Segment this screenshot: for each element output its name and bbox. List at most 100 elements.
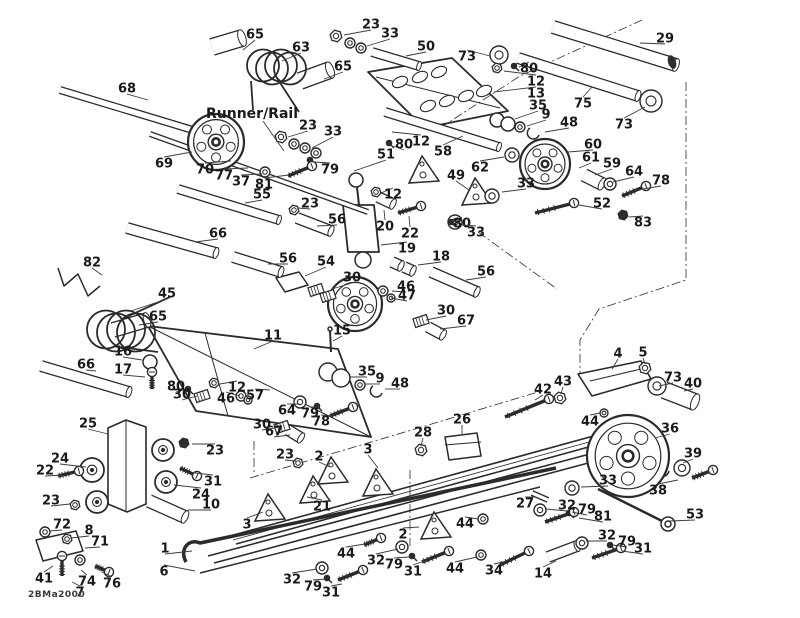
part-label-66: 66 [209, 227, 227, 242]
part-label-49: 49 [447, 169, 465, 184]
leader-line [48, 529, 63, 532]
part-label-24: 24 [192, 488, 210, 503]
spring-coil [273, 51, 307, 86]
bolt-head-facet [77, 467, 81, 475]
part-label-81: 81 [594, 510, 612, 525]
part-label-33: 33 [324, 125, 342, 140]
leader-line [452, 216, 463, 223]
bolt-thread [338, 576, 342, 583]
washer-hole [245, 397, 251, 403]
washer-hole [398, 543, 406, 551]
part-outline [181, 466, 557, 563]
part-outline [342, 204, 380, 253]
nut-hole [295, 460, 301, 466]
wheel-hole [532, 148, 542, 158]
washer-hole [568, 484, 576, 492]
washer-hole [313, 150, 319, 156]
part-label-52: 52 [593, 197, 611, 212]
washer-hole [601, 410, 607, 416]
phantom-boundary-line [477, 231, 558, 290]
washer-hole [291, 141, 297, 147]
small-wheel-center [94, 499, 100, 505]
leader-line [320, 414, 334, 417]
part-label-58: 58 [434, 145, 452, 160]
part-label-59: 59 [603, 157, 621, 172]
nut-hole [277, 133, 285, 141]
bolt-thread [96, 564, 100, 571]
part-label-31: 31 [404, 565, 422, 580]
part-label-30: 30 [437, 304, 455, 319]
part-label-64: 64 [625, 165, 643, 180]
washer-hole [77, 557, 83, 563]
part-label-43: 43 [554, 375, 572, 390]
cone-fastener [606, 541, 614, 549]
part-label-33: 33 [381, 27, 399, 42]
part-label-7: 7 [75, 586, 84, 601]
leader-line [313, 161, 331, 164]
knurled-bushing [412, 313, 430, 329]
part-label-66: 66 [77, 358, 95, 373]
part-label-44: 44 [581, 415, 599, 430]
leader-line [455, 180, 470, 191]
bolt-thread [295, 169, 299, 176]
leader-line [353, 159, 387, 172]
bracket-hole [431, 517, 437, 523]
leader-line [408, 215, 411, 228]
part-label-14: 14 [534, 567, 552, 582]
leader-line [194, 472, 214, 476]
leader-line [122, 356, 143, 361]
wheel-hole [336, 303, 346, 314]
part-label-41: 41 [35, 572, 53, 587]
part-label-23: 23 [276, 448, 294, 463]
bracket-hole [419, 161, 425, 167]
cone-tip [452, 223, 457, 228]
leader-line [654, 433, 671, 439]
bolt-thread [622, 192, 626, 199]
cone-fastener [184, 385, 192, 393]
wheel-hole [620, 471, 636, 486]
leader-line [240, 173, 263, 176]
wheel-ring [193, 118, 240, 165]
hex-nut [617, 209, 629, 221]
figure-code: 2BMa2000 [28, 590, 86, 600]
leader-line [44, 474, 64, 477]
bolt-thread [398, 209, 402, 216]
leader-line [526, 119, 547, 127]
leader-line [91, 267, 103, 276]
leader-line [306, 496, 323, 501]
part-label-12: 12 [228, 381, 246, 396]
leader-line [85, 369, 97, 372]
bolt-head-facet [195, 473, 199, 479]
bolt-thread [179, 465, 184, 472]
part-label-75: 75 [574, 97, 592, 112]
bolt-thread [519, 407, 523, 414]
cone-fastener [447, 218, 455, 226]
tube-end [416, 60, 422, 72]
ring-part [664, 520, 672, 528]
leader-line [402, 526, 420, 529]
leader-line [380, 187, 394, 194]
part-label-22: 22 [36, 464, 54, 479]
washer-hole [536, 506, 544, 514]
part-outline [229, 420, 649, 537]
part-label-57: 57 [246, 389, 264, 404]
bolt-thread [368, 539, 372, 546]
tube-end [296, 432, 306, 444]
leader-line [330, 583, 343, 587]
part-label-40: 40 [684, 377, 702, 392]
bolt-thread [339, 408, 344, 415]
bolt-thread [592, 554, 596, 561]
leader-line [391, 290, 407, 293]
leader-line [164, 550, 193, 555]
tube-inner [149, 132, 369, 214]
small-wheel-center [163, 479, 169, 485]
part-label-70: 70 [196, 163, 214, 178]
tube-end [439, 329, 447, 341]
leader-line [345, 543, 366, 548]
leader-line [304, 266, 327, 277]
tube-end [389, 198, 397, 210]
plate-slot [475, 84, 493, 98]
leader-line [514, 110, 539, 120]
wheel-hole [220, 124, 231, 135]
leader-line [253, 340, 274, 350]
